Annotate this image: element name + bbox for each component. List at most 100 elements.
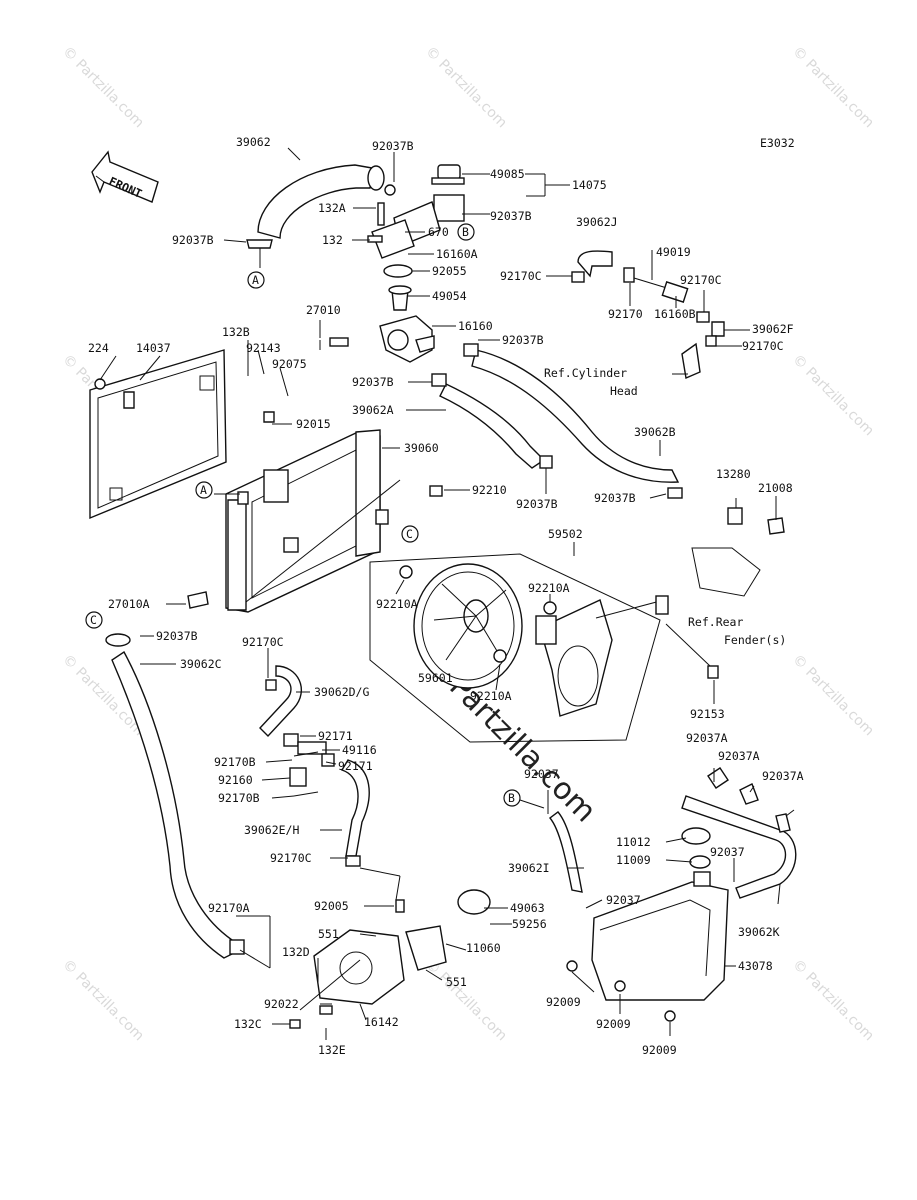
part-label: 92170B [214, 755, 256, 769]
callout-C-mid: C [401, 525, 419, 543]
part-label: 27010A [108, 597, 150, 611]
part-label: 92210A [376, 597, 418, 611]
part-label: 92170C [742, 339, 784, 353]
ref-rear-fender-label: Fender(s) [724, 633, 786, 647]
part-label: 92037B [502, 333, 544, 347]
part-label: 92009 [596, 1017, 631, 1031]
part-label: 92210A [470, 689, 512, 703]
part-label: 92037A [718, 749, 760, 763]
part-label: 39062A [352, 403, 394, 417]
part-label: 132A [318, 201, 346, 215]
part-labels: 39062 92037B 49085 14075 132A 92037B 670… [88, 135, 804, 1057]
part-label: 39062D/G [314, 685, 369, 699]
part-label: 39062F [752, 322, 794, 336]
part-label: 92055 [432, 264, 467, 278]
callout-A-top: A [247, 271, 265, 289]
part-label: 92015 [296, 417, 331, 431]
svg-text:A: A [200, 483, 207, 497]
part-label: 39062J [576, 215, 618, 229]
part-label: 132C [234, 1017, 262, 1031]
hose-39062C [111, 650, 237, 959]
part-label: 39062B [634, 425, 676, 439]
part-label: 92037A [686, 731, 728, 745]
part-label: 13280 [716, 467, 751, 481]
watermark: © Partzilla.com [789, 957, 877, 1045]
part-label: 92210 [472, 483, 507, 497]
part-label: 11060 [466, 941, 501, 955]
part-label: 92075 [272, 357, 307, 371]
part-label: 92037 [606, 893, 641, 907]
part-label: 92037 [524, 767, 559, 781]
part-label: 92037B [516, 497, 558, 511]
part-label: 27010 [306, 303, 341, 317]
svg-text:C: C [90, 613, 97, 627]
part-label: 59601 [418, 671, 453, 685]
ref-cylinder-head-label: Head [610, 384, 638, 398]
svg-text:A: A [252, 273, 259, 287]
part-label: 92037B [352, 375, 394, 389]
watermark: © Partzilla.com [422, 957, 510, 1045]
hose-39062 [257, 164, 373, 239]
part-label: 21008 [758, 481, 793, 495]
part-label: 16142 [364, 1015, 399, 1029]
callout-C-left: C [85, 611, 103, 629]
ref-cylinder-head-label: Ref.Cylinder [544, 366, 627, 380]
watermark: © Partzilla.com [422, 44, 510, 132]
part-label: 59256 [512, 917, 547, 931]
part-label: 92037B [594, 491, 636, 505]
part-label: 16160B [654, 307, 696, 321]
part-label: 132B [222, 325, 250, 339]
callout-B-bottom: B [503, 789, 521, 807]
part-label: 16160A [436, 247, 478, 261]
part-label: 16160 [458, 319, 493, 333]
part-label: 92037B [172, 233, 214, 247]
part-label: 92037A [762, 769, 804, 783]
part-label: 92037B [372, 139, 414, 153]
callout-B-top: B [457, 223, 475, 241]
part-label: 92171 [338, 759, 373, 773]
part-label: 132 [322, 233, 343, 247]
front-arrow: FRONT [91, 150, 159, 203]
part-label: 49116 [342, 743, 377, 757]
part-label: 551 [446, 975, 467, 989]
part-label: 224 [88, 341, 109, 355]
part-label: 92170C [242, 635, 284, 649]
svg-text:C: C [406, 527, 413, 541]
part-label: 92170C [270, 851, 312, 865]
part-label: 49063 [510, 901, 545, 915]
part-label: 49054 [432, 289, 467, 303]
ref-rear-fender-label: Ref.Rear [688, 615, 743, 629]
part-label: 11012 [616, 835, 651, 849]
svg-text:B: B [462, 225, 469, 239]
part-label: 92171 [318, 729, 353, 743]
part-label: 39062K [738, 925, 780, 939]
part-label: 92210A [528, 581, 570, 595]
part-label: 92170A [208, 901, 250, 915]
part-label: 670 [428, 225, 449, 239]
part-label: 43078 [738, 959, 773, 973]
part-label: 39062 [236, 135, 271, 149]
part-label: 132E [318, 1043, 346, 1057]
part-label: 92153 [690, 707, 725, 721]
fan-assembly-box [369, 553, 661, 743]
part-label: 92037B [490, 209, 532, 223]
part-label: 92037B [156, 629, 198, 643]
part-label: 92160 [218, 773, 253, 787]
watermark: © Partzilla.com [789, 352, 877, 440]
part-label: 92022 [264, 997, 299, 1011]
diagram-code: E3032 [760, 136, 795, 150]
part-label: 92170C [500, 269, 542, 283]
part-label: 132D [282, 945, 310, 959]
part-label: 39062C [180, 657, 222, 671]
part-label: 92009 [642, 1043, 677, 1057]
watermark: © Partzilla.com [789, 652, 877, 740]
part-label: 39060 [404, 441, 439, 455]
callout-A-mid: A [195, 481, 213, 499]
part-label: 39062E/H [244, 823, 299, 837]
part-label: 92170C [680, 273, 722, 287]
part-label: 92143 [246, 341, 281, 355]
svg-text:B: B [508, 791, 515, 805]
watermark: © Partzilla.com [59, 44, 147, 132]
